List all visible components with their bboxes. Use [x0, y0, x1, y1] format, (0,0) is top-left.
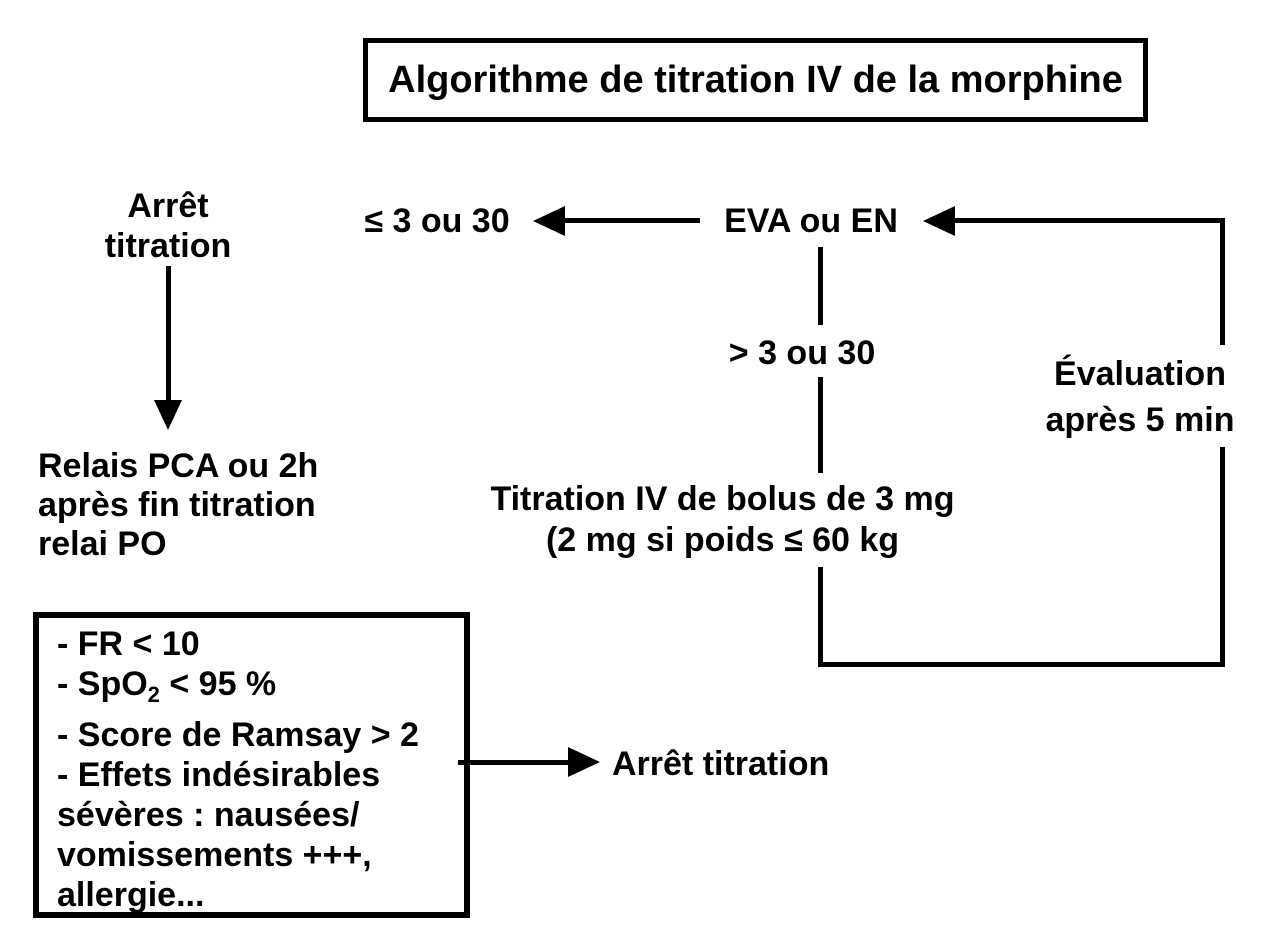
node-pain-high: > 3 ou 30: [728, 334, 876, 372]
criteria-line2-subscript: 2: [147, 682, 160, 707]
stop-top-line1: Arrêt: [127, 187, 209, 225]
bolus-line2: (2 mg si poids ≤ 60 kg: [545, 521, 900, 559]
relay-line1: Relais PCA ou 2h: [38, 447, 319, 485]
criteria-line3: - Score de Ramsay > 2: [57, 716, 419, 754]
connector-loop-bottom: [818, 662, 1225, 667]
node-stop-titration-top: Arrêt titration: [68, 186, 268, 266]
criteria-line6: vomissements +++,: [57, 836, 372, 874]
criteria-line4: - Effets indésirables: [57, 756, 381, 794]
title-box: Algorithme de titration IV de la morphin…: [363, 38, 1148, 122]
criteria-line5: sévères : nausées/: [57, 796, 360, 834]
node-stop-titration-bottom: Arrêt titration: [612, 745, 830, 783]
flowchart-title: Algorithme de titration IV de la morphin…: [388, 58, 1123, 101]
criteria-line2-post: < 95 %: [159, 665, 277, 703]
connector-loop-right-upper: [1220, 219, 1225, 345]
connector-loop-top: [953, 218, 1225, 223]
arrowhead-left-eva-icon: [923, 206, 955, 236]
criteria-line2-pre: - SpO: [57, 665, 148, 703]
bolus-line1: Titration IV de bolus de 3 mg: [490, 480, 955, 518]
arrowhead-left-pain-low-icon: [533, 206, 565, 236]
connector-pain-high-to-bolus: [818, 377, 823, 473]
reassessment-line2: après 5 min: [1045, 401, 1235, 439]
node-pain-low: ≤ 3 ou 30: [364, 202, 510, 240]
criteria-line7: allergie...: [57, 876, 205, 914]
stop-top-line2: titration: [104, 227, 232, 265]
connector-eva-to-pain-low: [563, 218, 700, 223]
connector-eva-to-pain-high: [818, 247, 823, 325]
relay-line2: après fin titration: [38, 486, 316, 524]
connector-stop-to-relay: [166, 266, 171, 402]
connector-criteria-to-stop: [458, 760, 568, 765]
arrowhead-down-icon: [154, 400, 182, 430]
criteria-box: - FR < 10 - SpO2 < 95 % - Score de Ramsa…: [33, 612, 470, 918]
relay-line3: relai PO: [38, 525, 167, 563]
connector-loop-right-lower: [1220, 447, 1225, 667]
node-assessment-eva: EVA ou EN: [724, 202, 898, 240]
node-bolus-titration: Titration IV de bolus de 3 mg (2 mg si p…: [480, 479, 965, 561]
connector-bolus-to-loop: [818, 567, 823, 662]
reassessment-line1: Évaluation: [1054, 355, 1226, 393]
node-reassessment: Évaluation après 5 min: [1040, 351, 1240, 443]
criteria-line2: - SpO2 < 95 %: [57, 664, 464, 715]
arrowhead-right-stop-icon: [568, 747, 600, 777]
criteria-line1: - FR < 10: [57, 625, 200, 663]
node-relay-pca: Relais PCA ou 2h après fin titration rel…: [38, 447, 318, 564]
